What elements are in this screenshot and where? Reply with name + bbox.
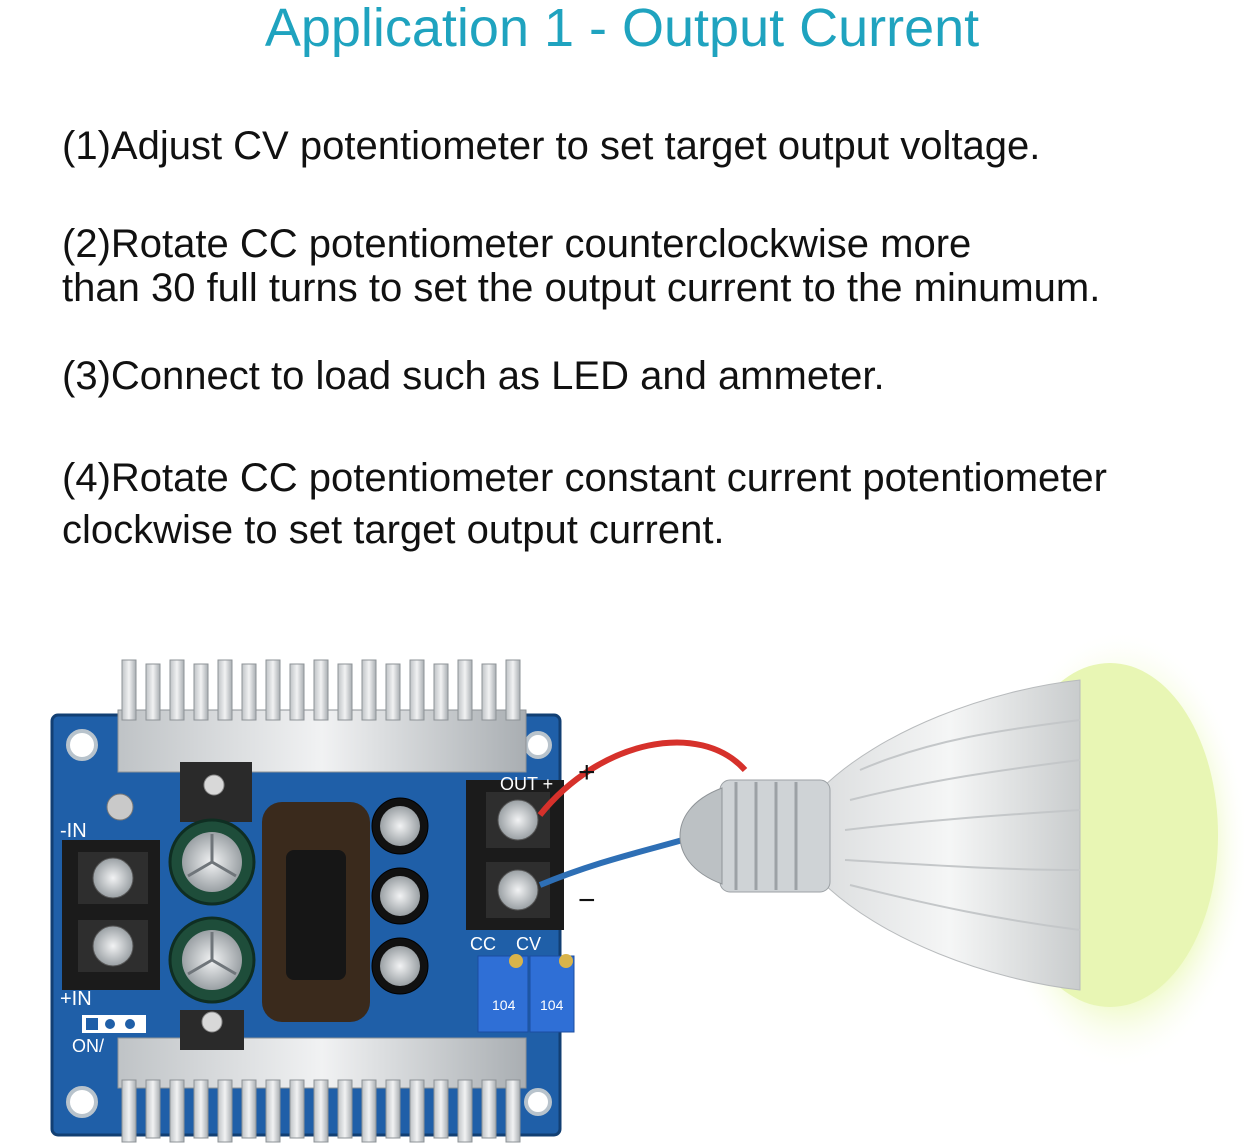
step-1: (1)Adjust CV potentiometer to set target… — [62, 124, 1242, 168]
minus-sign: − — [578, 884, 596, 917]
mount-hole-br — [524, 1088, 552, 1116]
out-label: OUT + — [500, 774, 553, 794]
input-capacitor-1 — [168, 818, 256, 906]
in-plus-label: +IN — [60, 988, 92, 1010]
in-minus-label: -IN — [60, 820, 87, 842]
cc-label: CC — [470, 934, 496, 954]
output-capacitor-2 — [371, 867, 429, 925]
step-4-line-2: clockwise to set target output current. — [62, 508, 725, 552]
circuit-illustration: -IN +IN ON/ — [50, 630, 1244, 1143]
step-2-line-1: (2)Rotate CC potentiometer counterclockw… — [62, 222, 972, 266]
step-2: (2)Rotate CC potentiometer counterclockw… — [62, 222, 1242, 310]
input-terminal-block — [62, 840, 160, 990]
cv-pot-code: 104 — [540, 997, 564, 1013]
output-capacitor-1 — [371, 797, 429, 855]
positive-wire — [537, 739, 748, 817]
step-4: (4)Rotate CC potentiometer constant curr… — [62, 452, 1242, 556]
heatsink-top — [117, 659, 527, 822]
led-bulb — [679, 630, 1244, 1070]
on-label: ON/ — [72, 1036, 104, 1056]
cc-pot-code: 104 — [492, 997, 516, 1013]
switch-header — [82, 1015, 146, 1033]
input-capacitor-2 — [168, 916, 256, 1004]
board-screw — [106, 793, 134, 821]
page-title: Application 1 - Output Current — [264, 0, 980, 58]
step-1-line-1: (1)Adjust CV potentiometer to set target… — [62, 124, 1041, 168]
cc-potentiometer — [477, 954, 529, 1033]
mount-hole-bl — [66, 1086, 98, 1118]
mount-hole-tr — [524, 731, 552, 759]
mount-hole-tl — [66, 729, 98, 761]
toroid-inductor — [262, 802, 370, 1022]
step-3: (3)Connect to load such as LED and ammet… — [62, 354, 1242, 398]
step-2-line-2: than 30 full turns to set the output cur… — [62, 266, 1101, 310]
output-capacitor-3 — [371, 937, 429, 995]
step-4-line-1: (4)Rotate CC potentiometer constant curr… — [62, 456, 1107, 500]
heatsink-bottom — [117, 1010, 527, 1143]
cv-label: CV — [516, 934, 541, 954]
step-3-line-1: (3)Connect to load such as LED and ammet… — [62, 354, 885, 398]
plus-sign: + — [578, 756, 596, 789]
cv-potentiometer — [529, 954, 575, 1033]
